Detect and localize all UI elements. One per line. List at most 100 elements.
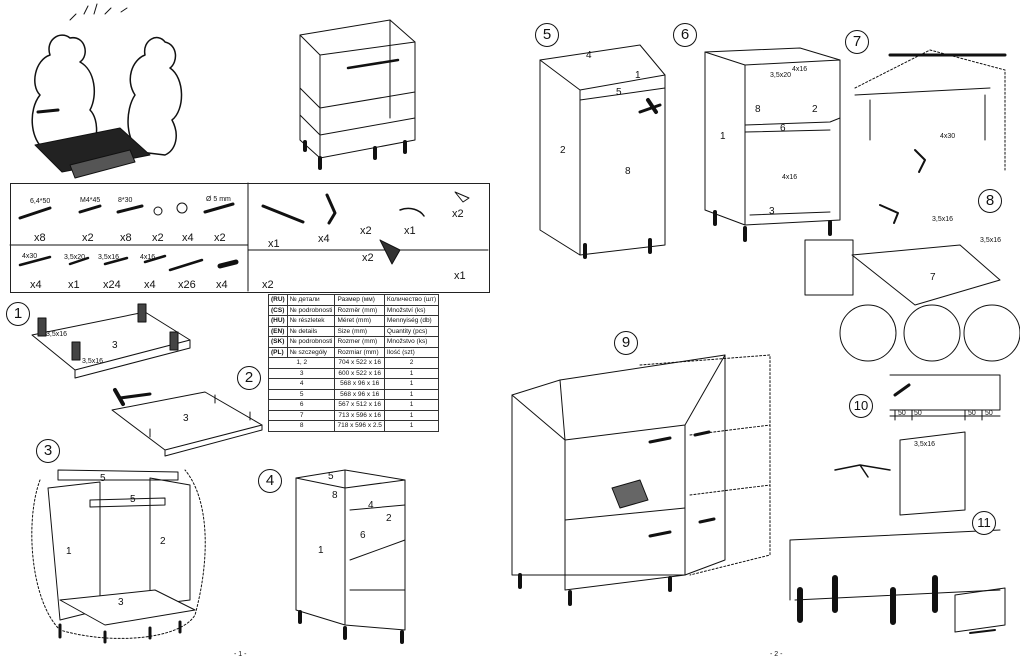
table-cell-size: 713 x 596 x 16 [334,409,385,421]
s6-s1: 3,5x20 [770,72,792,79]
hw-spec-1: 6,4*50 [30,198,51,205]
step-9-number: 9 [614,331,638,355]
table-header-cell: № podrobnosti [286,336,336,348]
parts-box-dividers [9,182,489,292]
s6-p8: 8 [755,104,761,115]
step-3-number: 3 [36,439,60,463]
s1-screw-a: 3,5x16 [46,331,68,338]
table-cell-part: 7 [267,409,336,421]
table-header-cell: № details [286,325,336,337]
s4-p4: 4 [368,500,374,511]
table-header-cell: (HU) [268,315,288,327]
step7-wall-mount [854,49,1007,173]
fit-qty-5: x2 [452,208,464,220]
table-header-cell: (SK) [268,336,288,348]
s3-p2: 2 [160,536,166,547]
screw-qty-2: x1 [68,279,80,291]
table-cell-part: 3 [267,367,336,379]
two-people-illustration [31,3,183,179]
fit-qty-1: x1 [268,238,280,250]
s3-p5a: 5 [100,473,106,484]
step-10-number: 10 [849,394,873,418]
table-cell-size: 704 x 522 x 16 [334,357,385,369]
s6-p6: 6 [780,123,786,134]
table-cell-qty: 1 [383,378,440,390]
table-cell-size: 568 x 96 x 16 [334,378,385,390]
step-6-number: 6 [673,23,697,47]
fit-qty-4: x1 [404,225,416,237]
hw-qty-5: x4 [182,232,194,244]
table-header-cell: Size (mm) [334,325,385,337]
hw-qty-3: x8 [120,232,132,244]
s2-panel: 3 [183,413,189,424]
table-header-cell: № szczegóły [286,346,336,358]
step10-drill-guide [889,374,1001,421]
s4-p2: 2 [386,513,392,524]
s1-panel: 3 [112,340,118,351]
table-header-cell: № podrobnosti [286,304,336,316]
table-header-cell: (EN) [268,325,288,337]
table-cell-size: 600 x 522 x 16 [334,367,385,379]
table-header-cell: (PL) [268,346,288,358]
step8-back-panel [804,204,1001,306]
hw-spec-6: Ø 5 mm [206,196,231,203]
table-cell-size: 568 x 96 x 16 [334,388,385,400]
table-header-cell: Méret (mm) [334,315,385,327]
table-cell-qty: 2 [383,357,440,369]
parts-box [10,183,490,293]
table-cell-part: 6 [267,399,336,411]
step-2-number: 2 [237,366,261,390]
screw-spec-2: 3,5x20 [64,254,86,261]
table-cell-qty: 1 [383,367,440,379]
s8-s2: 3,5x16 [980,237,1002,244]
s7-screw: 4x30 [940,133,956,140]
table-header-cell: Mennyiség (db) [383,315,440,327]
cabinet-frame-overview [299,19,416,170]
s8-p7: 7 [930,272,936,283]
s5-p2: 2 [560,145,566,156]
page-number-left: - 1 - [234,651,247,658]
s10-d1: 50 [898,410,906,417]
step6-cabinet-open [704,47,841,242]
table-cell-qty: 1 [383,399,440,411]
hw-spec-2: M4*45 [80,197,101,204]
s4-p8: 8 [332,490,338,501]
table-header-cell: Ilość (szt) [383,346,440,358]
step-8-number: 8 [978,189,1002,213]
table-cell-size: 718 x 596 x 2.5 [334,420,385,432]
table-header-cell: Quantity (pcs) [383,325,440,337]
s5-p1: 1 [635,70,641,81]
table-cell-size: 567 x 512 x 16 [334,399,385,411]
s3-p5b: 5 [130,494,136,505]
screw-qty-4: x4 [144,279,156,291]
step9-cabinet-connection [511,354,771,606]
s5-p4: 4 [586,50,592,61]
step11-plinth [789,431,1006,634]
s6-p2: 2 [812,104,818,115]
s4-p6: 6 [360,530,366,541]
s4-p5: 5 [328,471,334,482]
table-header-cell: Rozmer (mm) [334,336,385,348]
table-header-cell: Množství (ks) [383,304,440,316]
table-header-cell: Размер (мм) [334,294,385,306]
fit-qty-2: x4 [318,233,330,245]
table-cell-part: 5 [267,388,336,400]
screw-spec-4: 4x16 [140,254,156,261]
s6-p1: 1 [720,131,726,142]
table-cell-part: 4 [267,378,336,390]
s6-s3: 4x16 [782,174,798,181]
s5-p5: 5 [616,87,622,98]
fit-qty-3: x2 [360,225,372,237]
step-5-number: 5 [535,23,559,47]
